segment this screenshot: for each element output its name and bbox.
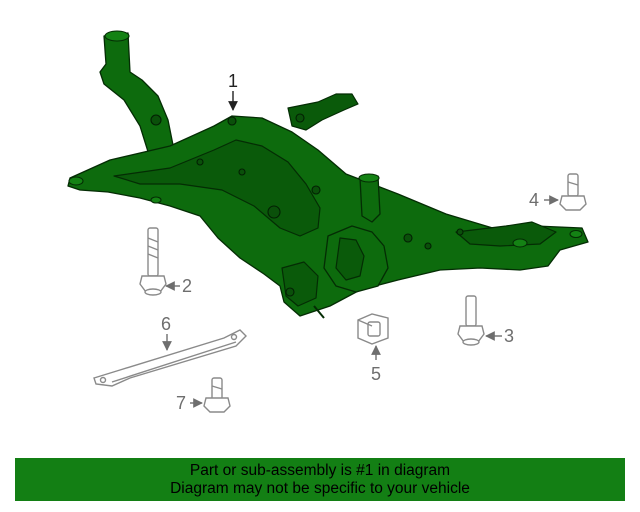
callout-5: 5: [371, 364, 381, 384]
bolt-part-3[interactable]: [457, 295, 485, 346]
callout-2: 2: [182, 276, 192, 296]
bolt-part-7[interactable]: [203, 377, 231, 413]
callout-1: 1: [228, 71, 238, 91]
bracket-part-5[interactable]: [357, 313, 389, 345]
banner-line-2: Diagram may not be specific to your vehi…: [170, 479, 470, 497]
callout-6: 6: [161, 314, 171, 334]
callout-3: 3: [504, 326, 514, 346]
parts-diagram: 1 2 4 3 5 6: [67, 30, 589, 413]
brace-part-6[interactable]: [93, 329, 247, 387]
callout-7: 7: [176, 393, 186, 413]
callout-4: 4: [529, 190, 539, 210]
bolt-part-4[interactable]: [559, 173, 587, 211]
bolt-part-2[interactable]: [139, 227, 167, 296]
banner-line-1: Part or sub-assembly is #1 in diagram: [189, 461, 451, 479]
crossmember-part-1[interactable]: [67, 30, 589, 319]
info-banner: Part or sub-assembly is #1 in diagram Di…: [15, 458, 625, 501]
